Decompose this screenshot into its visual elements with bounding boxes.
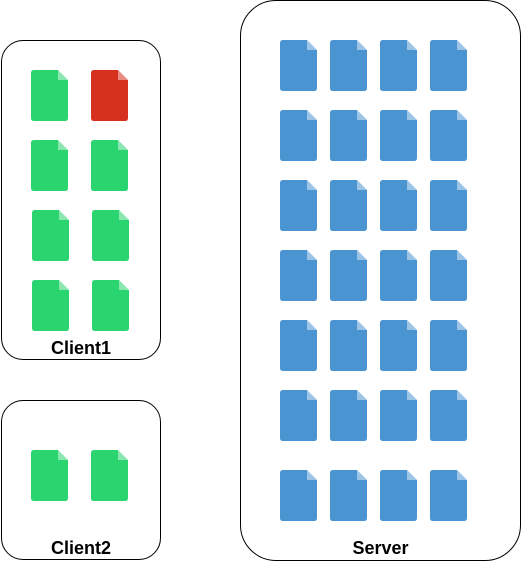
file-icon [330, 40, 367, 91]
file-icon [430, 390, 467, 441]
client1-box: Client1 [1, 40, 161, 360]
file-icon [330, 110, 367, 161]
file-icon [91, 450, 128, 501]
file-icon [280, 250, 317, 301]
server-label: Server [352, 538, 409, 558]
file-icon [380, 470, 417, 521]
file-icon [280, 320, 317, 371]
file-icon [430, 320, 467, 371]
file-icon [430, 250, 467, 301]
file-icon [92, 210, 129, 261]
file-icon [380, 180, 417, 231]
file-icon [430, 470, 467, 521]
client1-label: Client1 [50, 338, 111, 358]
file-icon [380, 390, 417, 441]
file-icon [280, 110, 317, 161]
file-icon [32, 280, 69, 331]
file-icon [31, 70, 68, 121]
file-icon [380, 320, 417, 371]
file-icon [31, 450, 68, 501]
file-icon [330, 390, 367, 441]
server-box: Server [240, 0, 521, 561]
file-icon [92, 280, 129, 331]
file-icon [31, 140, 68, 191]
file-icon [380, 40, 417, 91]
file-icon [330, 250, 367, 301]
file-icon [430, 180, 467, 231]
file-icon [280, 470, 317, 521]
file-icon [430, 40, 467, 91]
file-icon [330, 320, 367, 371]
file-icon [330, 470, 367, 521]
file-icon [91, 140, 128, 191]
client2-label: Client2 [50, 538, 111, 558]
file-icon [32, 210, 69, 261]
file-icon [280, 390, 317, 441]
file-icon [91, 70, 128, 121]
file-icon [380, 250, 417, 301]
client2-box: Client2 [1, 400, 161, 560]
file-icon [280, 180, 317, 231]
file-icon [430, 110, 467, 161]
file-icon [330, 180, 367, 231]
file-icon [380, 110, 417, 161]
file-icon [280, 40, 317, 91]
